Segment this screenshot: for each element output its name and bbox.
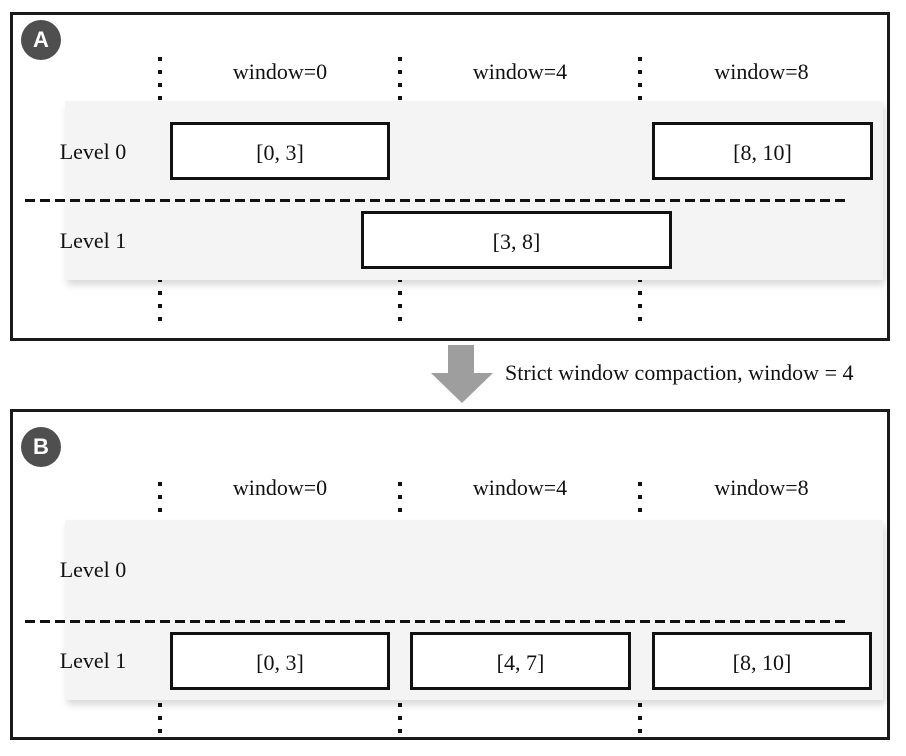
window-header-8: window=8 — [714, 59, 809, 84]
panel-a: A window=0 window=4 window=8 Level 0 Lev… — [10, 12, 890, 341]
window-header-4: window=4 — [472, 475, 568, 500]
level-0-label: Level 0 — [59, 557, 127, 582]
panel-b: B window=0 window=4 window=8 Level 0 Lev… — [10, 409, 890, 740]
down-arrow-icon — [448, 345, 474, 374]
sstable-box: [8, 10] — [652, 122, 873, 180]
window-header-8: window=8 — [714, 475, 809, 500]
sstable-box: [4, 7] — [410, 632, 631, 690]
transition-label: Strict window compaction, window = 4 — [505, 360, 854, 385]
badge-a: A — [21, 20, 61, 60]
sstable-box: [0, 3] — [170, 632, 390, 690]
down-arrow-icon — [431, 373, 493, 403]
sstable-box: [8, 10] — [652, 632, 872, 690]
level-1-label: Level 1 — [59, 648, 127, 673]
level-divider-dashed — [25, 620, 848, 623]
sstable-box: [0, 3] — [170, 122, 390, 180]
level-0-label: Level 0 — [59, 139, 127, 164]
window-header-0: window=0 — [232, 475, 328, 500]
level-divider-dashed — [25, 199, 848, 202]
window-header-4: window=4 — [472, 59, 568, 84]
sstable-box: [3, 8] — [361, 211, 672, 269]
window-header-0: window=0 — [232, 59, 328, 84]
badge-b: B — [21, 427, 61, 467]
level-1-label: Level 1 — [59, 228, 127, 253]
